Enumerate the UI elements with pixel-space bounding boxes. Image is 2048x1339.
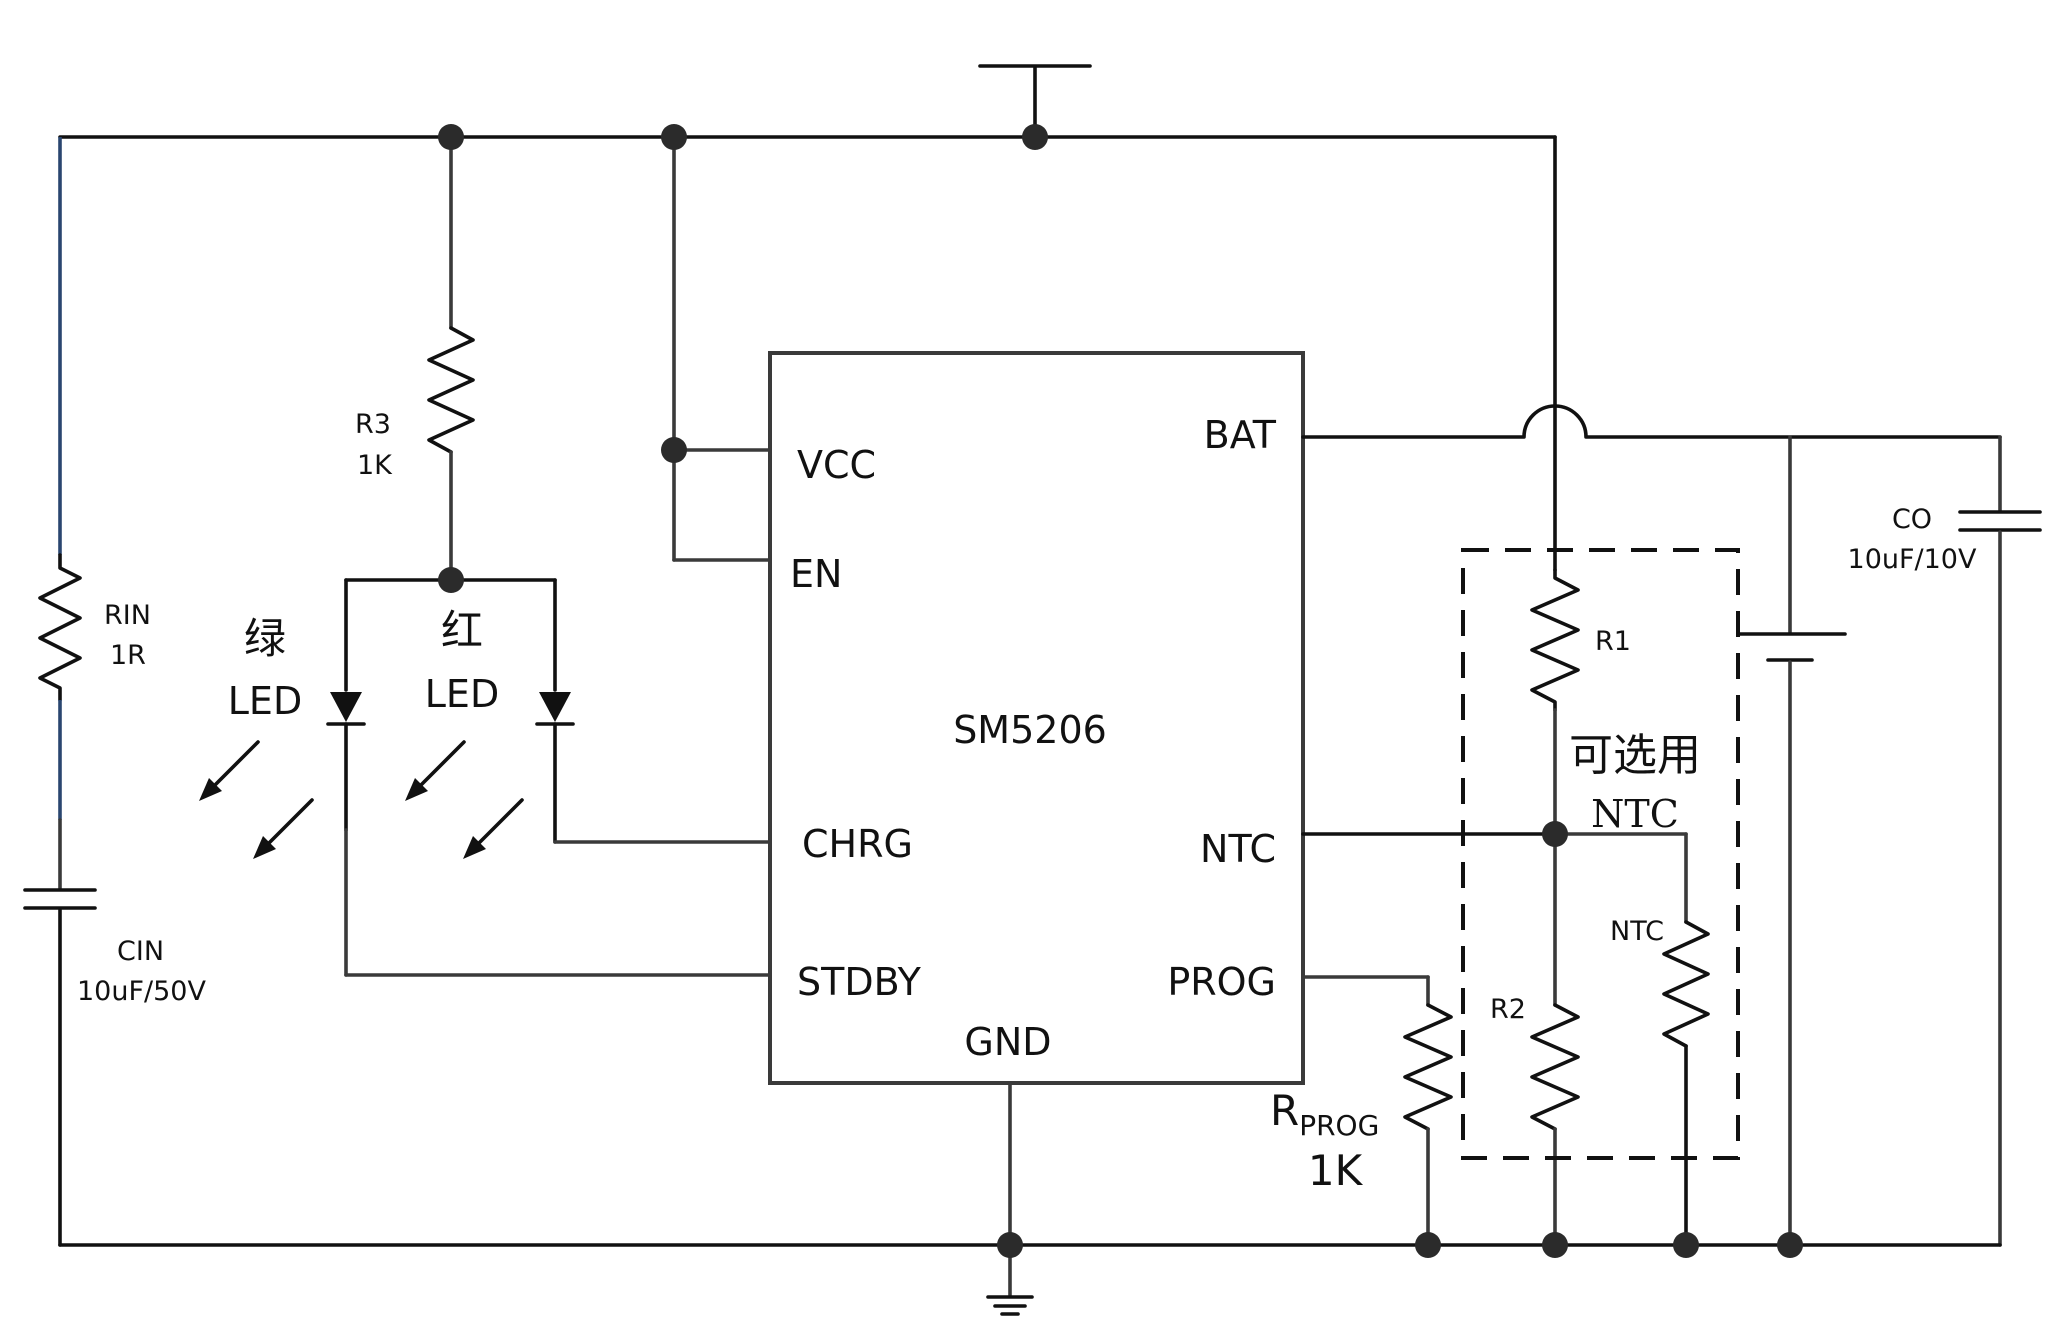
rprog-name-sub: PROG (1299, 1109, 1379, 1142)
r3-branch (344, 135, 557, 582)
led-red-color-label: 红 (441, 606, 483, 655)
co-value: 10uF/10V (1848, 544, 1977, 575)
r1-resistor (1530, 568, 1580, 712)
led-green-type-label: LED (228, 679, 302, 723)
rin-value: 1R (110, 640, 146, 671)
chip-body (768, 351, 1305, 1085)
prog-branch (1301, 975, 1453, 1247)
co-name: CO (1892, 504, 1932, 535)
r3-value: 1K (357, 450, 393, 481)
r1-name: R1 (1595, 626, 1631, 657)
rin-resistor (38, 553, 82, 702)
junction-dots (438, 124, 1803, 1258)
led-green-diode (330, 692, 362, 722)
ground-rail (58, 1081, 2002, 1316)
r2-resistor (1530, 1003, 1580, 1131)
pin-stdby: STDBY (797, 960, 922, 1004)
ntc-network (1301, 135, 1710, 1247)
vcc-en-branch (672, 135, 772, 562)
ntc-resistor-name: NTC (1610, 916, 1664, 947)
optional-label: 可选用 (1569, 730, 1701, 781)
pin-bat: BAT (1204, 413, 1277, 457)
pin-prog: PROG (1167, 960, 1276, 1004)
rin-name: RIN (104, 600, 151, 631)
chip-name: SM5206 (953, 708, 1107, 752)
rprog-resistor (1403, 1003, 1453, 1131)
top-rail (58, 64, 1557, 139)
led-green-light-arrows (199, 740, 314, 859)
input-branch (23, 137, 97, 1247)
pin-ntc: NTC (1200, 827, 1276, 871)
optional-ntc-box (1461, 548, 1740, 1160)
cin-name: CIN (117, 936, 164, 967)
r3-resistor (427, 326, 475, 454)
rprog-name: RPROG (1270, 1086, 1379, 1142)
pin-en: EN (790, 552, 842, 596)
led-red-light-arrows (405, 740, 524, 859)
cin-value: 10uF/50V (77, 976, 206, 1007)
ground-icon (986, 1295, 1034, 1316)
optional-sublabel: NTC (1591, 792, 1679, 836)
led-green (199, 578, 772, 977)
r3-name: R3 (355, 409, 391, 440)
rprog-value: 1K (1308, 1146, 1364, 1195)
r2-name: R2 (1490, 994, 1526, 1025)
ntc-resistor (1662, 920, 1710, 1048)
pin-chrg: CHRG (802, 822, 913, 866)
led-red (405, 578, 772, 859)
led-red-diode (539, 692, 571, 722)
led-green-color-label: 绿 (244, 614, 286, 663)
led-red-type-label: LED (425, 672, 499, 716)
rprog-name-main: R (1270, 1086, 1299, 1135)
pin-vcc: VCC (797, 443, 876, 487)
pin-gnd: GND (964, 1020, 1051, 1064)
